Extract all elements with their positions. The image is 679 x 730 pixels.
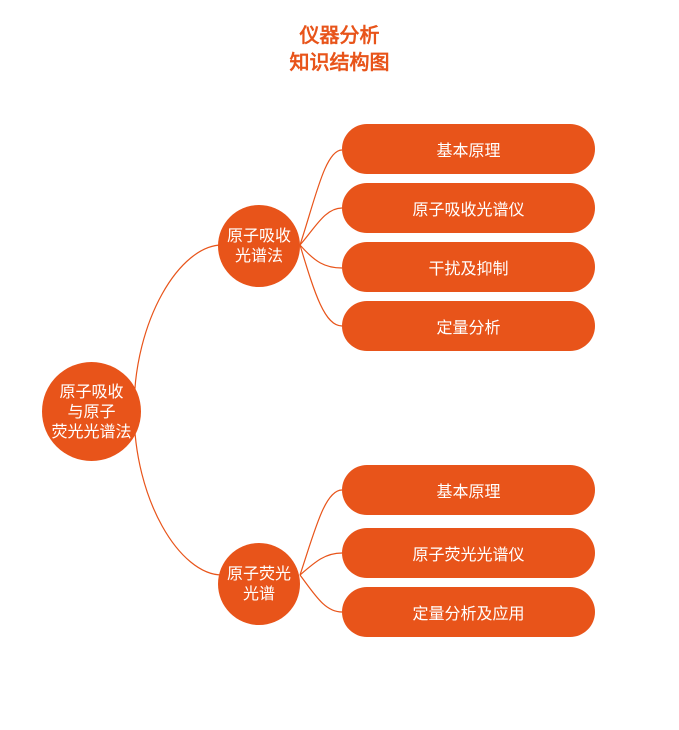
connector-branch-2-leaf-3 (299, 574, 343, 613)
branch-node-1-line-2: 光谱法 (234, 246, 283, 265)
leaf-node: 定量分析及应用 (342, 587, 595, 637)
connector-branch-1-leaf-2 (299, 207, 343, 246)
branch-node-2-line-1: 原子荧光 (226, 564, 291, 583)
root-node-line-3: 荧光光谱法 (51, 421, 132, 441)
branch-node-2: 原子荧光 光谱 (218, 543, 300, 625)
branch-node-1: 原子吸收 光谱法 (218, 205, 300, 287)
root-node-line-1: 原子吸收 (59, 381, 124, 401)
leaf-node: 干扰及抑制 (342, 242, 595, 292)
connector-branch-1-leaf-1 (299, 149, 343, 246)
branch-node-1-line-1: 原子吸收 (226, 226, 291, 245)
title-line-1: 仪器分析 (299, 23, 380, 47)
leaf-node: 原子吸收光谱仪 (342, 183, 595, 233)
leaf-node: 基本原理 (342, 465, 595, 515)
branch-node-2-line-2: 光谱 (242, 584, 275, 603)
leaf-node: 原子荧光光谱仪 (342, 528, 595, 578)
connector-root-branch-2 (133, 409, 223, 576)
root-node-line-2: 与原子 (67, 401, 116, 421)
connector-branch-1-leaf-3 (299, 244, 343, 269)
connector-branch-2-leaf-2 (299, 552, 343, 576)
leaf-node: 定量分析 (342, 301, 595, 351)
title-line-2: 知识结构图 (289, 50, 390, 74)
connector-branch-2-leaf-1 (299, 489, 343, 576)
leaf-node: 基本原理 (342, 124, 595, 174)
connector-branch-1-leaf-4 (299, 244, 343, 327)
connector-root-branch-1 (133, 244, 223, 411)
root-node: 原子吸收 与原子 荧光光谱法 (42, 362, 141, 461)
